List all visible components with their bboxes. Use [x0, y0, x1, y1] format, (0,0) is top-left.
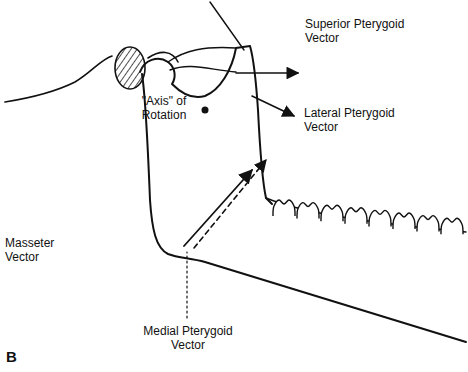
label-holder: "Axis" of Rotation	[134, 94, 194, 122]
lateral-pterygoid-arrow	[252, 96, 294, 116]
skull-base	[5, 56, 112, 102]
gum-line	[266, 198, 466, 232]
label-holder: Medial Pterygoid Vector	[136, 324, 240, 352]
superior-pterygoid-arrow	[236, 72, 298, 74]
axis-dot	[202, 107, 209, 114]
muscle-vector-label: Masseter Vector	[5, 236, 69, 264]
medial-leader	[186, 252, 187, 318]
ramus-outline	[140, 46, 272, 204]
tooth-crown	[345, 208, 367, 224]
masseter-arrow	[184, 170, 252, 246]
label-holder: B	[6, 350, 26, 364]
muscle-vector-label: Medial Pterygoid Vector	[136, 324, 240, 352]
tooth-crown	[417, 216, 439, 232]
tooth-crown	[273, 200, 295, 216]
disc-line	[170, 67, 236, 72]
label-holder: Superior Pterygoid Vector	[305, 17, 409, 45]
label-holder: Masseter Vector	[5, 236, 69, 264]
axis-label: "Axis" of Rotation	[134, 94, 194, 122]
panel-letter: B	[6, 350, 26, 364]
muscle-vector-label: Lateral Pterygoid Vector	[304, 106, 408, 134]
teeth	[273, 200, 463, 234]
tooth-crown	[393, 213, 415, 229]
superior-pterygoid-line	[210, 2, 244, 50]
articular-eminence	[115, 47, 145, 89]
lower-border	[142, 74, 466, 342]
label-holder: Lateral Pterygoid Vector	[304, 106, 408, 134]
medial-pterygoid-arrow	[194, 160, 266, 248]
muscle-vector-label: Superior Pterygoid Vector	[305, 17, 409, 45]
tooth-crown	[321, 205, 343, 221]
tooth-crown	[441, 218, 463, 234]
tooth-crown	[297, 203, 319, 219]
capsule-line	[168, 48, 236, 62]
tooth-crown	[369, 210, 391, 226]
